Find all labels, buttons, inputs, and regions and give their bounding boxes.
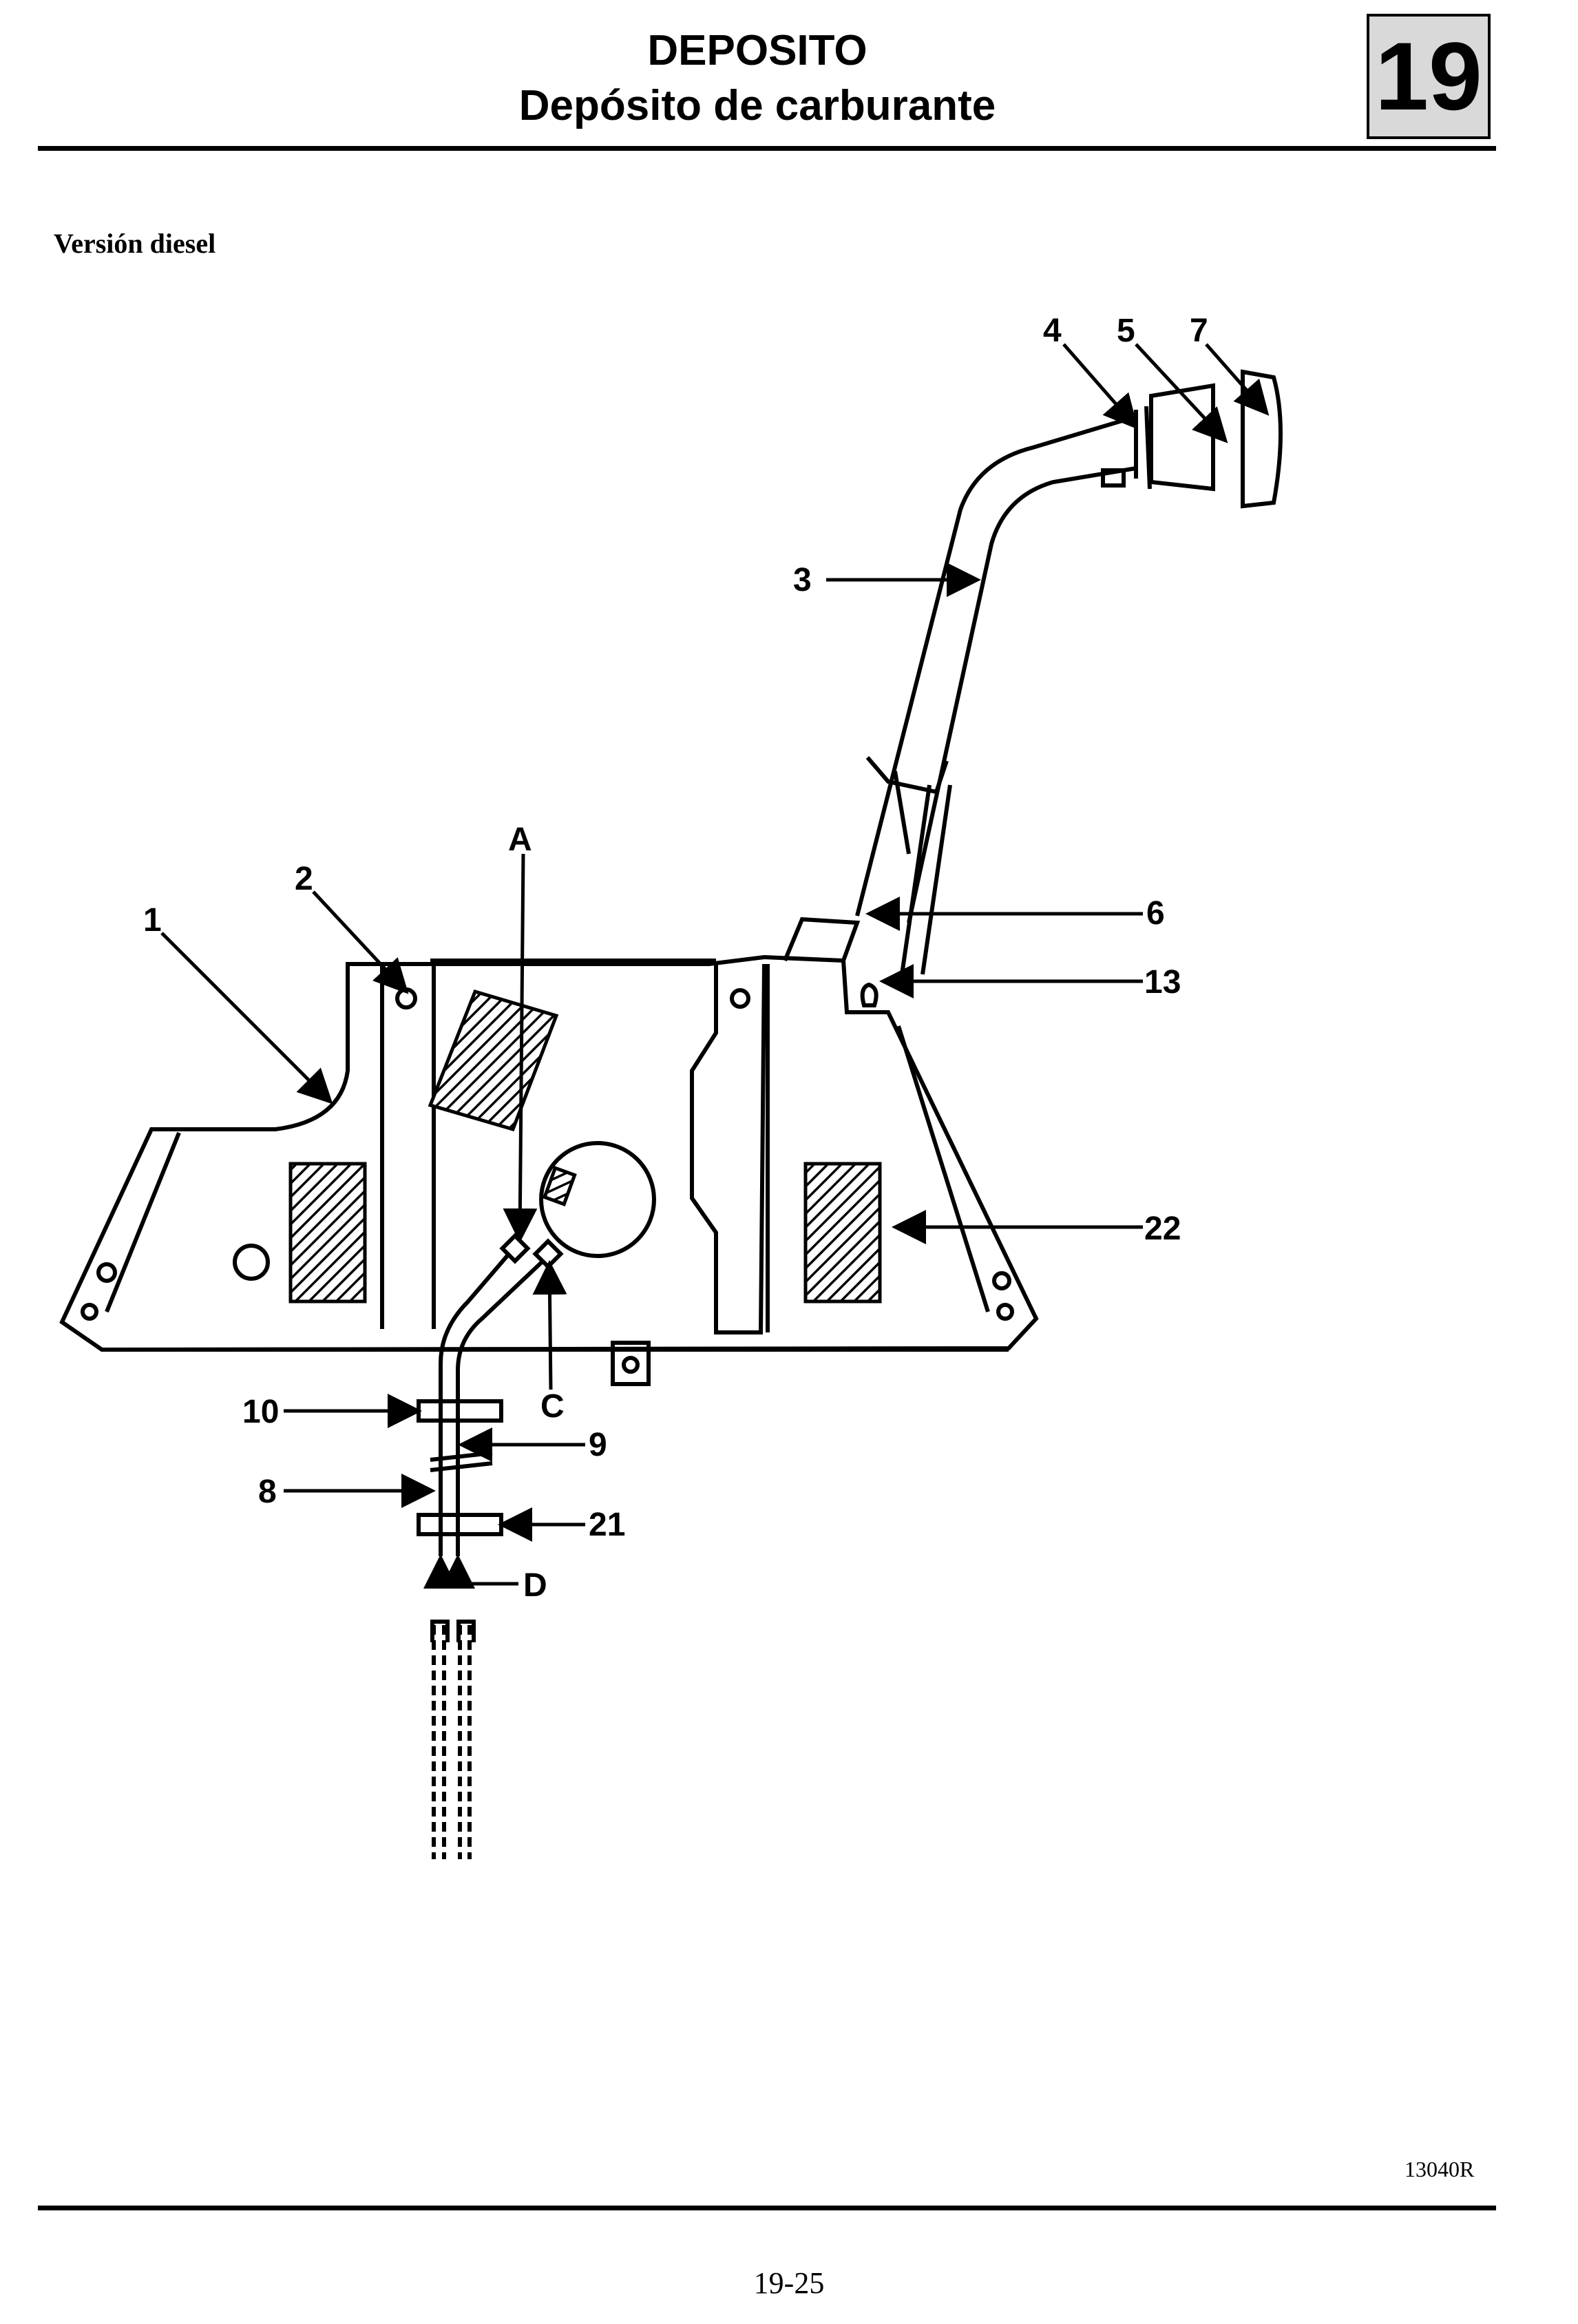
- section-label: Versión diesel: [54, 228, 216, 259]
- filler-neck: [783, 369, 1283, 1007]
- footer-rule: [38, 2206, 1496, 2210]
- callout-2: 2: [295, 861, 313, 897]
- callout-9: 9: [589, 1427, 607, 1463]
- callout-13: 13: [1144, 964, 1181, 1001]
- callout-8: 8: [258, 1474, 277, 1510]
- hatched-labels: [288, 989, 882, 1304]
- callout-a: A: [508, 821, 532, 858]
- callout-3: 3: [793, 562, 812, 598]
- callout-10: 10: [242, 1394, 279, 1430]
- callout-labels: 1 2 3 4 5 7 A 6 13 22 10 9 8 21 C D: [143, 313, 1208, 1604]
- callout-22: 22: [1144, 1211, 1181, 1247]
- fuel-pipes: [417, 1233, 564, 1859]
- callout-6: 6: [1146, 895, 1165, 932]
- header-rule: [38, 146, 1496, 151]
- callout-4: 4: [1043, 313, 1062, 349]
- page-number: 19-25: [753, 2266, 825, 2300]
- page-title: DEPOSITO: [647, 27, 867, 74]
- callout-1: 1: [143, 902, 162, 939]
- callout-21: 21: [589, 1507, 625, 1543]
- page-subtitle: Depósito de carburante: [518, 82, 996, 129]
- callout-7: 7: [1190, 313, 1208, 349]
- callout-d: D: [523, 1567, 547, 1604]
- callout-leaders: [160, 343, 1270, 1589]
- figure-reference: 13040R: [1405, 2157, 1475, 2181]
- chapter-badge: 19: [1367, 14, 1491, 139]
- callout-c: C: [540, 1388, 565, 1425]
- fuel-tank-body: [59, 954, 1039, 1386]
- callout-5: 5: [1117, 313, 1135, 349]
